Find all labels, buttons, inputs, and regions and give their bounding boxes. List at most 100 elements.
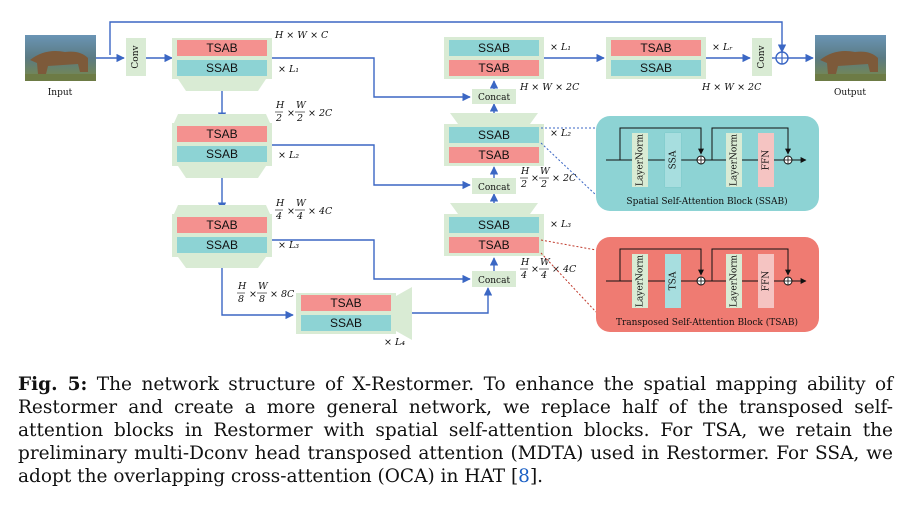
concat1-label: Concat (478, 93, 511, 103)
dec3-upsample (450, 203, 538, 214)
figure-caption: Fig. 5: The network structure of X-Resto… (18, 373, 893, 488)
skip1-arrow (272, 57, 471, 102)
svg-text:W: W (540, 166, 551, 177)
latent-ssab-label: SSAB (330, 316, 362, 330)
svg-text:2: 2 (296, 113, 303, 124)
svg-text:H: H (520, 257, 530, 268)
enc1-tsab (177, 40, 267, 56)
ssab-panel-title: Spatial Self-Attention Block (SSAB) (626, 196, 787, 207)
input-image (25, 35, 96, 81)
dec1-rep: × L₁ (550, 42, 571, 53)
refine-dim: H × W × 2C (701, 82, 762, 93)
enc3-dim: H 4 × W 4 × 4C (275, 198, 333, 222)
enc1-tsab-label: TSAB (206, 41, 237, 55)
caption-end: ]. (529, 466, 544, 487)
refine-tsab (611, 40, 701, 56)
refine-rep: × Lᵣ (712, 42, 733, 53)
enc2-dim: H 2 × W 2 × 2C (275, 100, 333, 124)
tsab-panel-layernorm2 (726, 254, 742, 308)
svg-text:8: 8 (259, 294, 265, 305)
caption-text: The network structure of X-Restormer. To… (18, 374, 893, 487)
tsab-panel-title: Transposed Self-Attention Block (TSAB) (616, 317, 798, 328)
enc3-tsab-label: TSAB (206, 218, 237, 232)
conv-right (752, 38, 772, 76)
svg-text:×: × (531, 264, 539, 275)
svg-text:W: W (258, 281, 269, 292)
dec1-ssab-label: SSAB (478, 41, 510, 55)
enc3-to-latent-arrow (221, 268, 294, 320)
dec3-tsab-label: TSAB (478, 238, 509, 252)
tsab-panel-attn-label: TSA (669, 271, 679, 290)
ssab-panel-ffn-label: FFN (762, 150, 772, 170)
svg-text:×: × (249, 289, 257, 300)
svg-text:×: × (531, 173, 539, 184)
citation-link[interactable]: 8 (518, 466, 530, 487)
latent-upsample (396, 287, 412, 340)
svg-text:×: × (287, 108, 295, 119)
refine-tsab-label: TSAB (640, 41, 671, 55)
refine-ssab (611, 60, 701, 76)
concat2-label: Concat (478, 183, 511, 193)
svg-text:× 2C: × 2C (552, 173, 577, 184)
svg-text:W: W (296, 100, 307, 111)
enc2-ssab (177, 146, 267, 162)
dec3-dim: H 4 × W 4 × 4C (520, 257, 577, 281)
enc1-downsample (178, 79, 266, 91)
concat3 (472, 271, 516, 287)
tsab-panel-ffn-label: FFN (762, 271, 772, 291)
dec2-tsab-label: TSAB (478, 148, 509, 162)
concat2 (472, 178, 516, 194)
dec2-ssab (449, 127, 539, 143)
svg-text:4: 4 (296, 211, 303, 222)
skip2-arrow (272, 144, 471, 190)
dec3-tsab (449, 237, 539, 253)
enc2-upsample-top (174, 114, 270, 123)
svg-text:W: W (296, 198, 307, 209)
ssab-callout-2 (540, 142, 597, 196)
global-skip-arrow (109, 21, 787, 55)
dec1-tsab-label: TSAB (478, 61, 509, 75)
tsab-panel-ffn (758, 254, 774, 308)
dec2-rep: × L₂ (550, 128, 571, 139)
svg-text:H: H (520, 166, 530, 177)
enc2-ssab-label: SSAB (206, 147, 238, 161)
ssab-panel-layernorm2-label: LayerNorm (730, 133, 740, 186)
enc2-downsample (178, 166, 266, 178)
output-image (815, 35, 886, 81)
ssab-panel-attn-fill (665, 133, 681, 187)
svg-text:× 8C: × 8C (270, 289, 295, 300)
svg-text:2: 2 (540, 179, 547, 190)
enc1-rep: × L₁ (278, 64, 299, 75)
svg-text:H: H (237, 281, 247, 292)
ssab-panel-ffn (758, 133, 774, 187)
ssab-panel-layernorm1 (632, 133, 648, 187)
enc3-ssab (177, 237, 267, 253)
ssab-panel-attn-label: SSA (669, 150, 679, 169)
enc3-ssab-label: SSAB (206, 238, 238, 252)
output-label: Output (834, 88, 866, 98)
svg-text:8: 8 (238, 294, 244, 305)
latent-rep: × L₄ (384, 337, 405, 348)
dec2-tsab (449, 147, 539, 163)
dec3-ssab (449, 217, 539, 233)
dec1-dim: H × W × 2C (519, 82, 580, 93)
svg-text:× 4C: × 4C (308, 206, 333, 217)
network-diagram: Input Output Conv TSAB SSAB H × W × C × … (25, 21, 886, 348)
concat3-label: Concat (478, 276, 511, 286)
tsab-panel-layernorm1 (632, 254, 648, 308)
latent-tsab-label: TSAB (330, 296, 361, 310)
latent-to-concat3-arrow (412, 287, 493, 314)
tsab-panel-layernorm1-label: LayerNorm (636, 254, 646, 307)
dec3-rep: × L₃ (550, 219, 571, 230)
enc1-ssab-label: SSAB (206, 61, 238, 75)
ssab-panel-layernorm1-label: LayerNorm (636, 133, 646, 186)
tsab-callout-2 (540, 252, 597, 313)
dec1-tsab (449, 60, 539, 76)
latent-dim: H 8 × W 8 × 8C (237, 281, 295, 305)
dec2-upsample (450, 113, 538, 124)
conv-right-label: Conv (757, 44, 767, 68)
enc1-ssab (177, 60, 267, 76)
conv-left-label: Conv (131, 44, 141, 68)
enc2-rep: × L₂ (278, 150, 299, 161)
svg-text:H: H (275, 100, 285, 111)
